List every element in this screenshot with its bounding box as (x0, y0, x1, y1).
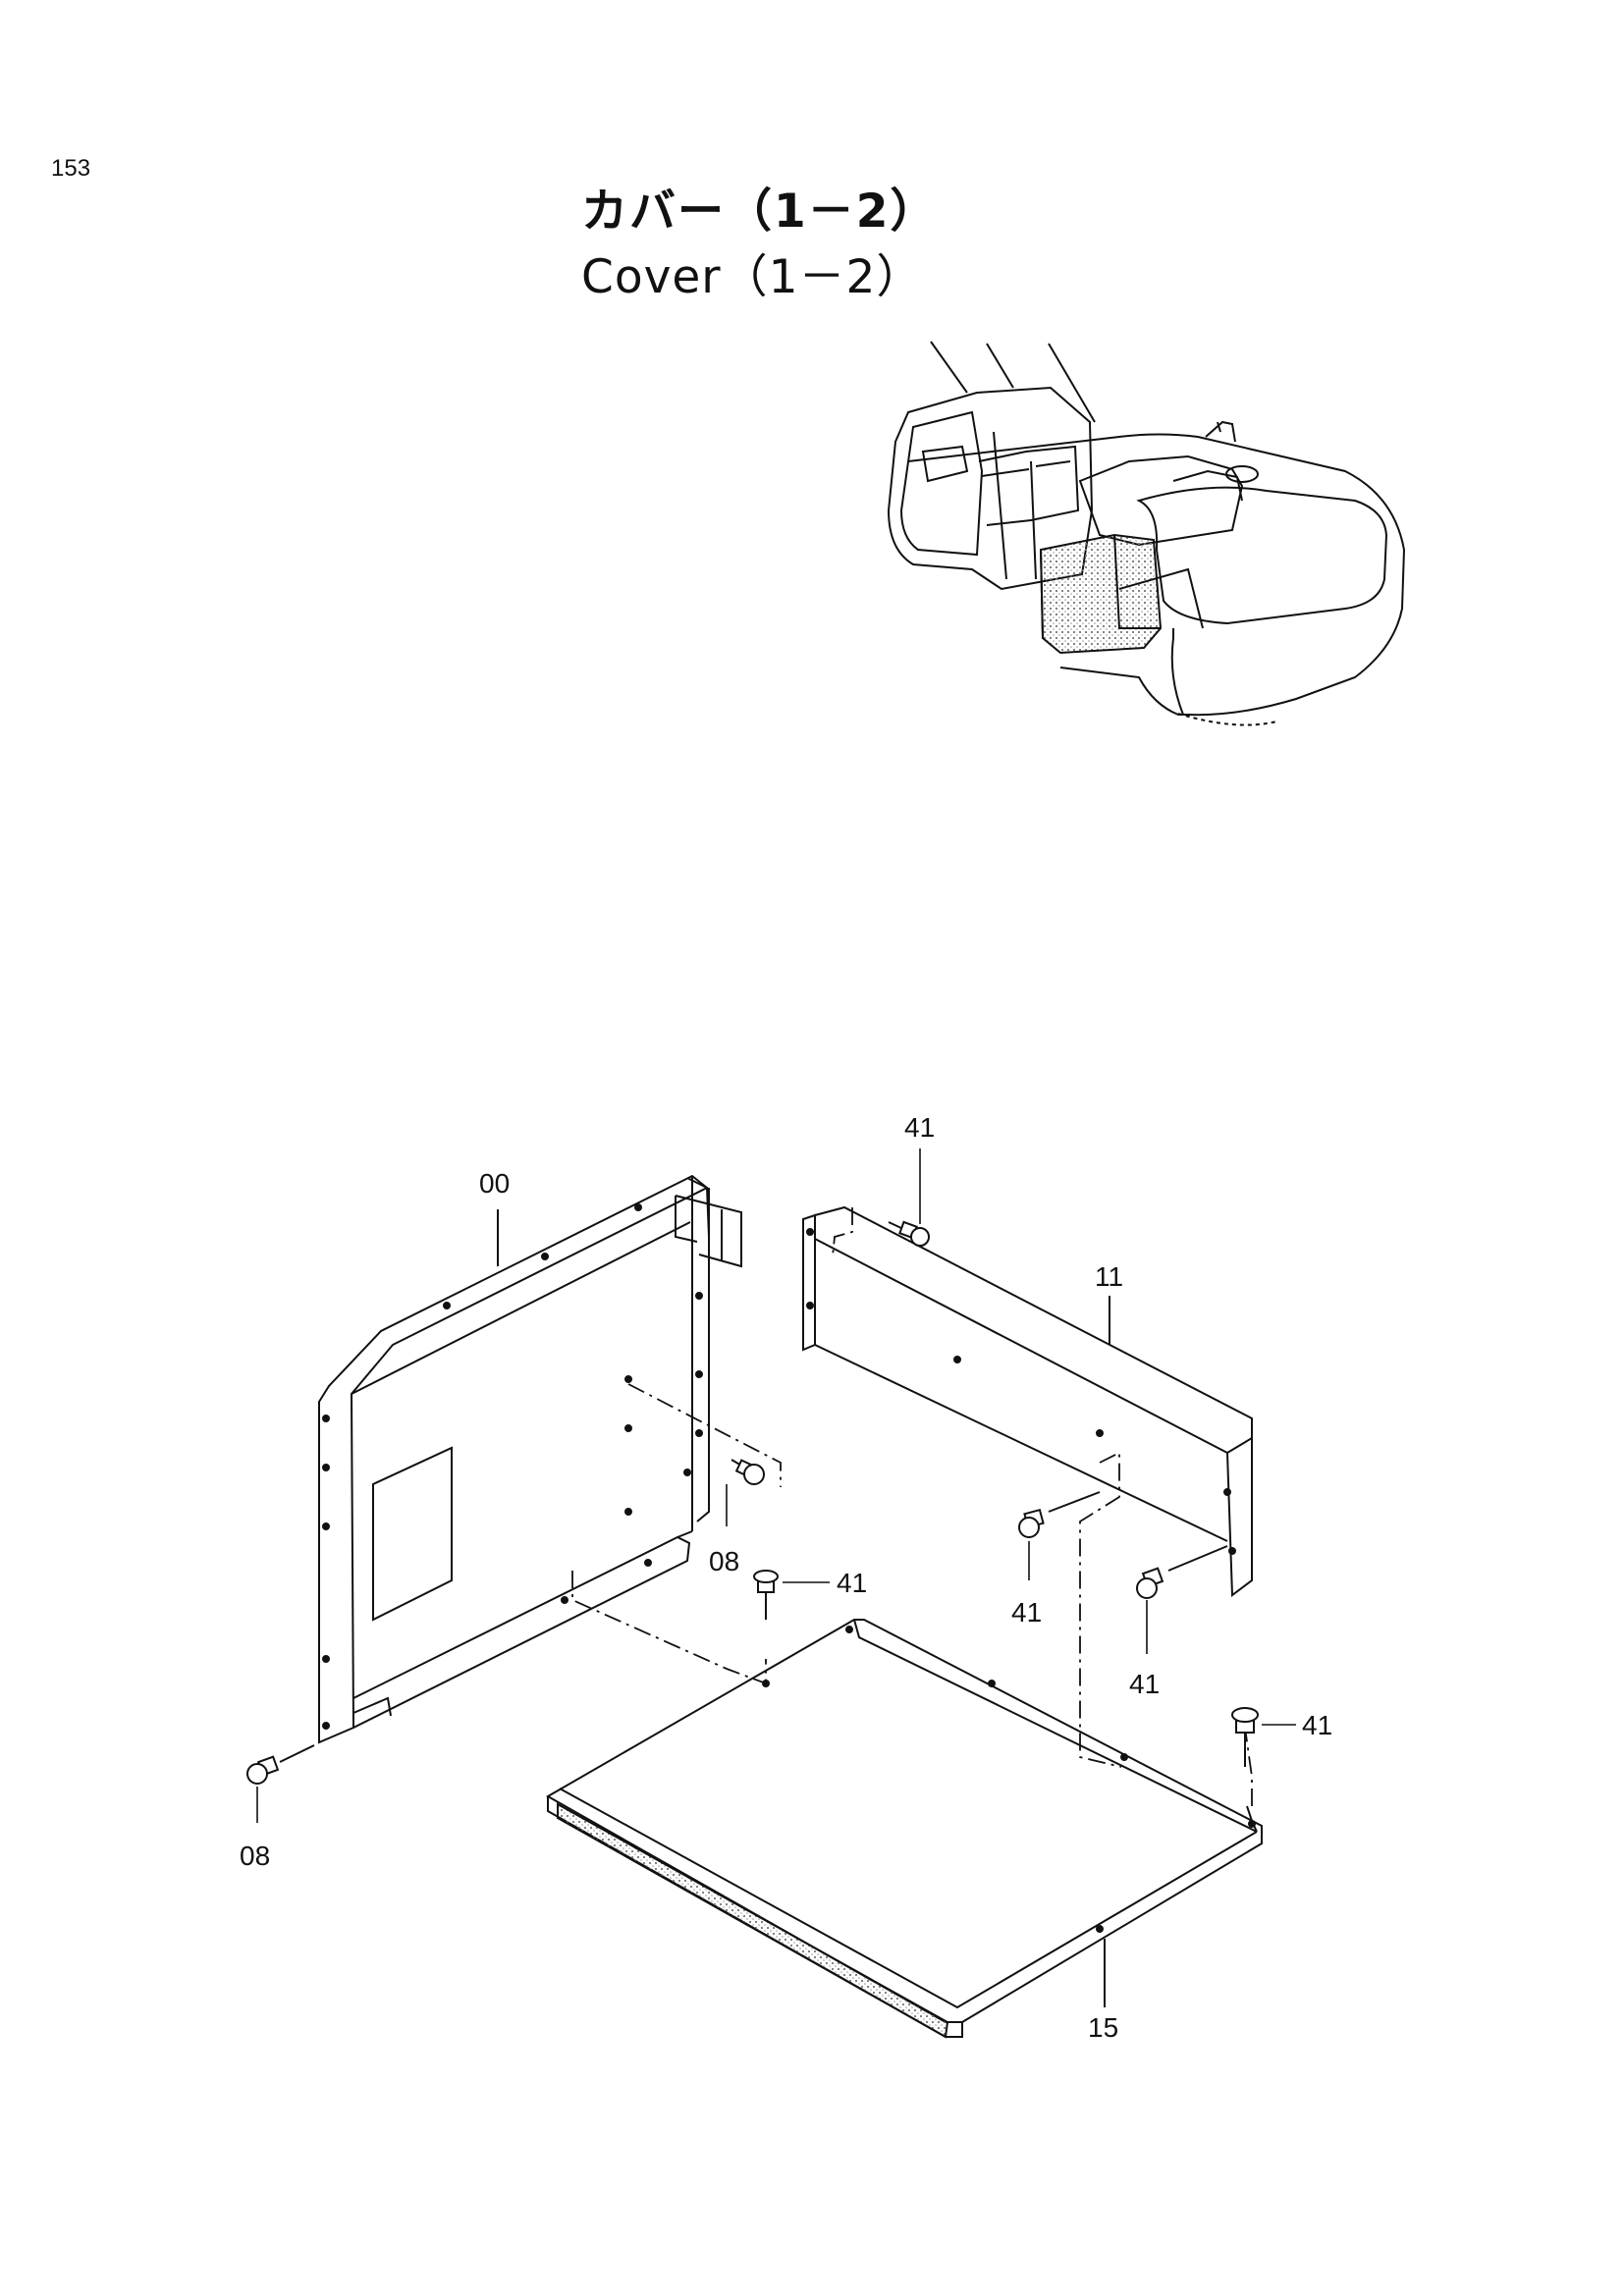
bolt-08-left (246, 1744, 315, 1785)
assembly-alignment-lines (571, 1207, 1253, 1806)
bolt-41-right (1136, 1545, 1228, 1599)
callout-41-center: 41 (837, 1568, 867, 1598)
callout-08-left: 08 (240, 1841, 270, 1871)
callout-41-far-right: 41 (1302, 1710, 1332, 1740)
bolt-41-mid (1018, 1491, 1101, 1538)
callout-labels: 00 11 15 08 08 41 41 41 41 41 (240, 1112, 1332, 2043)
callout-41-right: 41 (1129, 1669, 1160, 1699)
bolt-41-top (888, 1220, 930, 1247)
part-11-back-panel (802, 1205, 1253, 1597)
callout-11: 11 (1095, 1261, 1123, 1292)
callout-00: 00 (479, 1168, 510, 1199)
callout-08-right: 08 (709, 1546, 739, 1576)
callout-41-mid: 41 (1011, 1597, 1042, 1628)
bolt-08-right (731, 1459, 765, 1485)
title-english: Cover（1－2） (581, 250, 924, 304)
bolts (246, 1220, 1259, 1785)
callout-15: 15 (1088, 2012, 1118, 2043)
page-number: 153 (51, 155, 91, 182)
part-15-floor-plate (545, 1619, 1263, 2039)
excavator-key-map (887, 341, 1406, 726)
bolt-41-center (753, 1570, 779, 1620)
part-00-side-panel (318, 1174, 742, 1744)
title-japanese: カバー（1－2） (581, 185, 939, 239)
bolt-41-far-right (1231, 1707, 1259, 1767)
callout-leaders (256, 1148, 1296, 1823)
callout-41-top: 41 (904, 1112, 935, 1143)
